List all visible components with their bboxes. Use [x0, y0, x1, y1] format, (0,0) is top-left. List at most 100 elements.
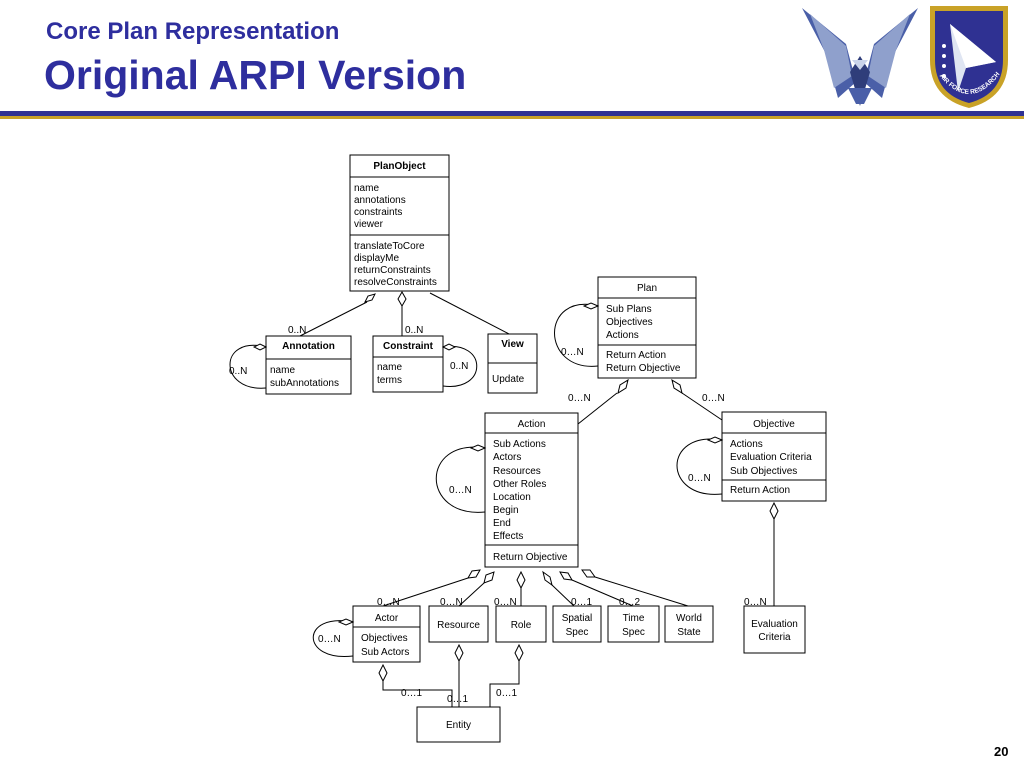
multiplicity-label: 0…N: [377, 597, 400, 608]
class-attribute: Evaluation Criteria: [730, 452, 812, 463]
class-name: Criteria: [758, 632, 791, 643]
class-role: Role: [495, 605, 547, 643]
class-attribute: End: [493, 518, 511, 529]
class-attribute: Sub Actors: [361, 647, 409, 658]
class-plan: Plan Sub Plans Objectives Actions Return…: [554, 276, 697, 379]
planobject-associations: 0..N 0..N: [288, 290, 514, 337]
class-attribute: name: [377, 362, 402, 373]
class-attribute: Actors: [493, 452, 521, 463]
class-spatial-spec: Spatial Spec: [552, 605, 602, 643]
class-name: Spec: [566, 627, 589, 638]
class-attribute: terms: [377, 375, 402, 386]
class-name: Annotation: [282, 341, 335, 352]
slide-header: Core Plan Representation Original ARPI V…: [0, 0, 1024, 120]
class-attribute: Sub Objectives: [730, 466, 797, 477]
class-name: View: [501, 339, 524, 350]
multiplicity-label: 0..N: [288, 325, 306, 336]
class-attribute: Actions: [606, 330, 639, 341]
class-name: Actor: [375, 613, 399, 624]
class-world-state: World State: [664, 605, 714, 643]
multiplicity-label: 0..N: [405, 325, 423, 336]
class-method: Return Objective: [493, 552, 568, 563]
objective-associations: 0…N: [744, 501, 779, 608]
multiplicity-label: 0…N: [449, 485, 472, 496]
multiplicity-label: 0…N: [702, 393, 725, 404]
class-name: Time: [623, 613, 645, 624]
class-attribute: subAnnotations: [270, 378, 339, 389]
class-method: displayMe: [354, 253, 399, 264]
multiplicity-label: 0…N: [318, 634, 341, 645]
class-name: World: [676, 613, 702, 624]
class-attribute: Objectives: [606, 317, 653, 328]
class-actor: Actor Objectives Sub Actors 0…N: [312, 605, 421, 663]
header-rule-blue: [0, 111, 1024, 116]
class-attribute: Sub Plans: [606, 304, 652, 315]
plan-associations: 0…N 0…N: [568, 378, 725, 425]
multiplicity-label: 0…1: [496, 688, 518, 699]
class-attribute: Begin: [493, 505, 519, 516]
class-method: Update: [492, 374, 525, 385]
entity-associations: 0…1 0…1 0…1: [378, 643, 524, 707]
class-attribute: Effects: [493, 531, 523, 542]
class-planobject: PlanObject name annotations constraints …: [349, 154, 450, 292]
multiplicity-label: 0…1: [401, 688, 423, 699]
class-name: Spec: [622, 627, 645, 638]
header-rule-gold: [0, 116, 1024, 119]
multiplicity-label: 0…N: [688, 473, 711, 484]
class-method: Return Action: [606, 350, 666, 361]
multiplicity-label: 0…N: [440, 597, 463, 608]
class-method: Return Action: [730, 485, 790, 496]
uml-class-diagram: PlanObject name annotations constraints …: [229, 154, 827, 743]
class-entity: Entity: [416, 706, 501, 743]
class-method: translateToCore: [354, 241, 425, 252]
class-attribute: Location: [493, 492, 531, 503]
class-method: returnConstraints: [354, 265, 431, 276]
class-name: Objective: [753, 419, 795, 430]
multiplicity-label: 0…N: [568, 393, 591, 404]
multiplicity-label: 0…1: [447, 694, 469, 705]
action-associations: 0…N 0…N 0…N 0…1 0…2: [377, 569, 689, 608]
class-action: Action Sub Actions Actors Resources Othe…: [435, 412, 579, 568]
class-name: Plan: [637, 283, 657, 294]
class-name: Constraint: [383, 341, 434, 352]
class-view: View Update: [487, 333, 538, 394]
page-number: 20: [994, 744, 1009, 759]
class-annotation: Annotation name subAnnotations 0..N: [229, 335, 352, 395]
class-method: Return Objective: [606, 363, 681, 374]
class-resource: Resource: [428, 605, 489, 643]
multiplicity-label: 0…N: [744, 597, 767, 608]
class-time-spec: Time Spec: [607, 605, 660, 643]
class-name: Action: [518, 419, 546, 430]
class-method: resolveConstraints: [354, 277, 437, 288]
multiplicity-label: 0…1: [571, 597, 593, 608]
class-name: Evaluation: [751, 619, 798, 630]
class-attribute: Sub Actions: [493, 439, 546, 450]
class-objective: Objective Actions Evaluation Criteria Su…: [676, 411, 827, 502]
slide-subtitle: Core Plan Representation: [46, 18, 340, 45]
class-evaluation-criteria: Evaluation Criteria: [743, 605, 806, 654]
multiplicity-label: 0..N: [229, 366, 247, 377]
class-name: Spatial: [562, 613, 593, 624]
class-attribute: constraints: [354, 207, 402, 218]
multiplicity-label: 0…N: [494, 597, 517, 608]
class-name: Entity: [446, 720, 471, 731]
air-force-wings-icon: [802, 8, 918, 106]
class-attribute: Actions: [730, 439, 763, 450]
air-force-logo: AIR FORCE RESEARCH LABORATORY: [798, 2, 1008, 108]
class-name: PlanObject: [373, 161, 426, 172]
class-attribute: Resources: [493, 466, 541, 477]
class-attribute: name: [354, 183, 379, 194]
class-attribute: name: [270, 365, 295, 376]
multiplicity-label: 0..N: [450, 361, 468, 372]
class-name: State: [677, 627, 701, 638]
class-name: Resource: [437, 620, 480, 631]
slide-title: Original ARPI Version: [44, 52, 467, 98]
class-attribute: viewer: [354, 219, 384, 230]
class-attribute: Other Roles: [493, 479, 546, 490]
class-attribute: annotations: [354, 195, 406, 206]
class-constraint: Constraint name terms 0..N: [372, 335, 478, 393]
class-name: Role: [511, 620, 532, 631]
multiplicity-label: 0…N: [561, 347, 584, 358]
class-attribute: Objectives: [361, 633, 408, 644]
multiplicity-label: 0…2: [619, 597, 641, 608]
